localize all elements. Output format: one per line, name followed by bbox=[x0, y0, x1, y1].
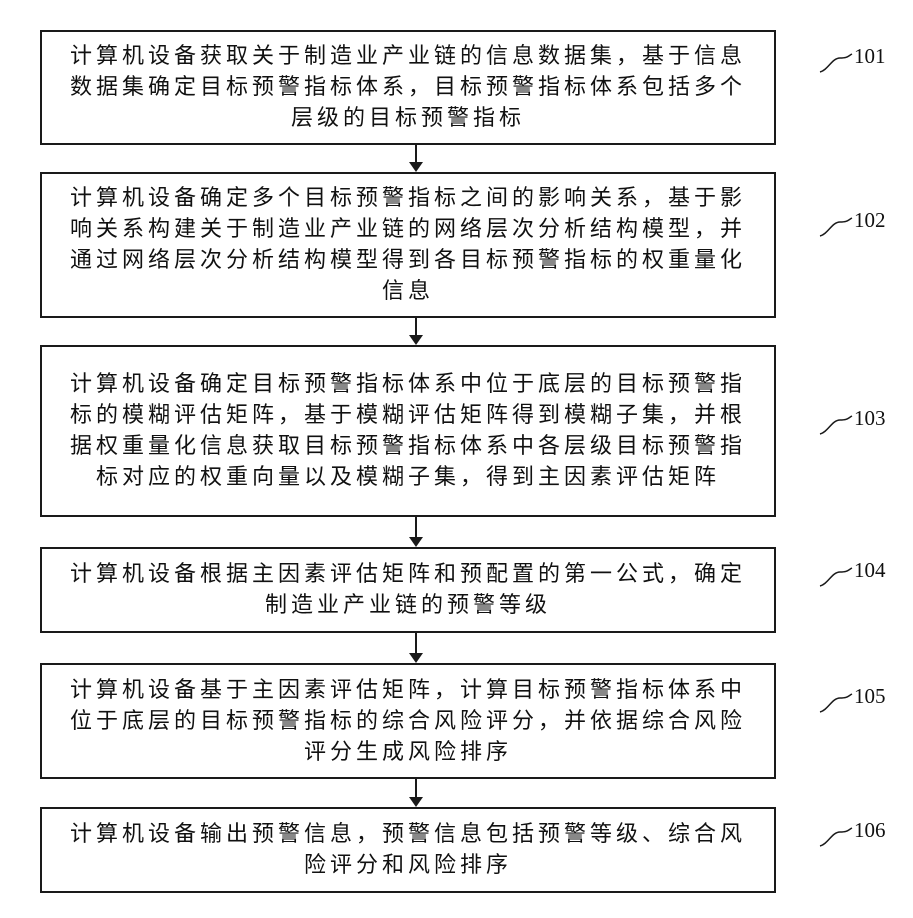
step-box-101: 计算机设备获取关于制造业产业链的信息数据集，基于信息数据集确定目标预警指标体系，… bbox=[40, 30, 776, 145]
step-label-104: 104 bbox=[818, 558, 908, 598]
step-text-101: 计算机设备获取关于制造业产业链的信息数据集，基于信息数据集确定目标预警指标体系，… bbox=[64, 41, 752, 134]
step-text-106: 计算机设备输出预警信息，预警信息包括预警等级、综合风险评分和风险排序 bbox=[64, 819, 752, 881]
flow-arrow bbox=[409, 779, 423, 807]
leader-line-icon bbox=[818, 414, 854, 438]
step-number-102: 102 bbox=[854, 208, 886, 233]
leader-line-icon bbox=[818, 826, 854, 850]
step-label-105: 105 bbox=[818, 684, 908, 724]
step-text-104: 计算机设备根据主因素评估矩阵和预配置的第一公式，确定制造业产业链的预警等级 bbox=[64, 559, 752, 621]
flow-arrow bbox=[409, 517, 423, 547]
leader-line-icon bbox=[818, 692, 854, 716]
step-number-105: 105 bbox=[854, 684, 886, 709]
step-number-106: 106 bbox=[854, 818, 886, 843]
step-box-104: 计算机设备根据主因素评估矩阵和预配置的第一公式，确定制造业产业链的预警等级 bbox=[40, 547, 776, 633]
step-box-102: 计算机设备确定多个目标预警指标之间的影响关系，基于影响关系构建关于制造业产业链的… bbox=[40, 172, 776, 318]
step-label-106: 106 bbox=[818, 818, 908, 858]
step-label-102: 102 bbox=[818, 208, 908, 248]
flow-arrow bbox=[409, 318, 423, 345]
leader-line-icon bbox=[818, 216, 854, 240]
step-text-102: 计算机设备确定多个目标预警指标之间的影响关系，基于影响关系构建关于制造业产业链的… bbox=[64, 183, 752, 307]
step-number-103: 103 bbox=[854, 406, 886, 431]
flow-arrow bbox=[409, 145, 423, 172]
step-number-101: 101 bbox=[854, 44, 886, 69]
step-box-103: 计算机设备确定目标预警指标体系中位于底层的目标预警指标的模糊评估矩阵，基于模糊评… bbox=[40, 345, 776, 517]
step-label-101: 101 bbox=[818, 44, 908, 84]
step-text-105: 计算机设备基于主因素评估矩阵，计算目标预警指标体系中位于底层的目标预警指标的综合… bbox=[64, 675, 752, 768]
step-text-103: 计算机设备确定目标预警指标体系中位于底层的目标预警指标的模糊评估矩阵，基于模糊评… bbox=[64, 369, 752, 493]
step-number-104: 104 bbox=[854, 558, 886, 583]
leader-line-icon bbox=[818, 566, 854, 590]
step-box-105: 计算机设备基于主因素评估矩阵，计算目标预警指标体系中位于底层的目标预警指标的综合… bbox=[40, 663, 776, 779]
flow-arrow bbox=[409, 633, 423, 663]
leader-line-icon bbox=[818, 52, 854, 76]
step-box-106: 计算机设备输出预警信息，预警信息包括预警等级、综合风险评分和风险排序 bbox=[40, 807, 776, 893]
step-label-103: 103 bbox=[818, 406, 908, 446]
